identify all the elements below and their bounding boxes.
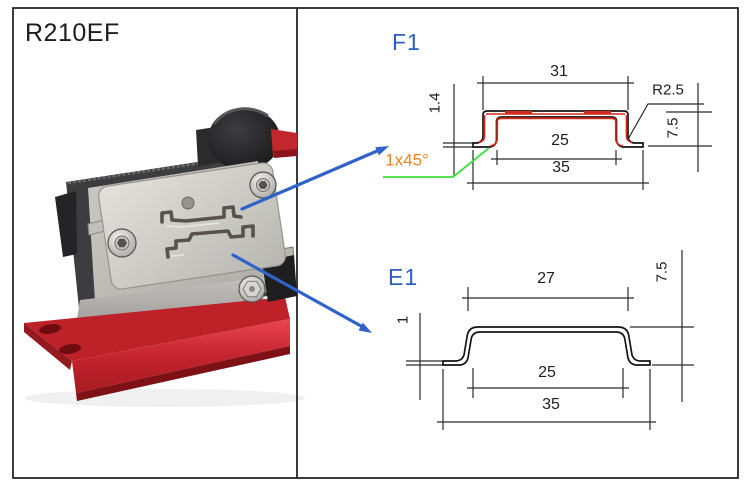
die-slot-e1	[165, 224, 255, 259]
e1-label: E1	[388, 264, 419, 290]
plate-hole	[181, 196, 195, 210]
e1-dim-inner-width: 25	[538, 364, 556, 381]
e1-dim-height: 7.5	[653, 261, 671, 283]
f1-dim-height: 7.5	[664, 117, 682, 139]
arrow-to-e1-icon	[231, 253, 372, 333]
f1-dim-line-25	[491, 150, 622, 165]
e1-dim-line-27	[462, 287, 634, 311]
image-border	[12, 7, 739, 479]
f1-drawing	[383, 76, 712, 190]
socket-screw	[107, 228, 137, 258]
floor-shadow	[25, 389, 305, 407]
slot-highlight	[165, 222, 220, 257]
e1-dim-line-25	[467, 368, 629, 398]
e1-dim-line-7.5	[630, 250, 694, 402]
cam-roller	[196, 107, 280, 170]
e1-drawing	[406, 250, 694, 430]
f1-profile-highlight	[478, 111, 633, 147]
e1-dim-thickness: 1	[394, 315, 412, 325]
f1-dim-overall-width: 35	[552, 159, 570, 176]
base-slot-hole	[39, 323, 61, 335]
f1-leader-r2.5	[626, 103, 704, 142]
f1-dim-corner-radius: R2.5	[652, 81, 684, 99]
model-label: R210EF	[25, 19, 120, 47]
base-slot-hole	[59, 343, 81, 355]
e1-dim-line-35	[437, 369, 656, 430]
e1-dim-overall-width: 35	[542, 396, 560, 413]
f1-label: F1	[392, 29, 421, 55]
e1-profile-outline	[442, 326, 651, 366]
die-slot-f1	[160, 205, 243, 224]
f1-dim-top-width: 31	[550, 63, 568, 80]
handle	[271, 129, 297, 158]
f1-dim-line-31	[477, 76, 634, 110]
e1-dim-top-width: 27	[537, 270, 555, 287]
red-base	[24, 297, 290, 401]
f1-dim-inner-width: 25	[551, 132, 569, 149]
socket-screw	[249, 171, 277, 199]
e1-dim-line-1	[406, 313, 443, 400]
f1-dim-thickness: 1.4	[426, 92, 444, 114]
f1-chamfer-line	[383, 147, 490, 178]
f1-chamfer-label: 1x45°	[385, 150, 429, 170]
machine-photo	[24, 107, 305, 407]
f1-dim-line-7.5	[648, 83, 712, 172]
left-wedge	[55, 191, 77, 257]
f1-dim-line-35	[467, 150, 649, 190]
arrow-to-f1-icon	[240, 146, 389, 211]
hex-bolt	[238, 275, 266, 303]
